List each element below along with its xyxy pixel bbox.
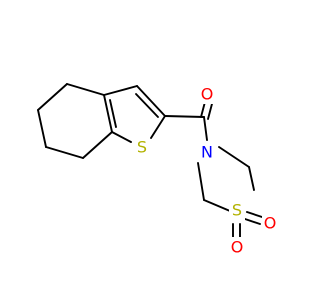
bond — [136, 85, 166, 117]
bond — [66, 83, 105, 96]
atom-oxygen-carbonyl: O — [201, 85, 214, 104]
bond — [82, 131, 113, 159]
bond — [103, 85, 138, 96]
atom-nitrogen: N — [201, 143, 213, 162]
bond — [164, 115, 205, 118]
bond — [218, 146, 250, 168]
atom-sulfur-thiophene: S — [137, 138, 147, 157]
bond — [203, 116, 208, 141]
bond — [246, 211, 263, 218]
bond — [244, 218, 261, 225]
carbonyl-group — [164, 97, 214, 141]
bond — [103, 94, 113, 133]
bond — [45, 146, 84, 159]
thiophene-ring — [103, 85, 166, 143]
bond — [150, 115, 166, 139]
atom-oxygen-sulfone-right: O — [264, 214, 277, 233]
bond — [37, 83, 68, 111]
bond — [248, 166, 255, 191]
bond — [203, 199, 231, 212]
cyclohexane-ring — [37, 83, 113, 159]
bond — [197, 162, 205, 201]
atom-sulfur-sulfone: S — [232, 201, 242, 220]
atom-labels: O N S S O O — [134, 84, 278, 257]
atom-oxygen-sulfone-bottom: O — [231, 238, 244, 257]
bond — [135, 93, 159, 118]
molecule-structure: O N S S O O — [37, 83, 278, 257]
bond — [37, 109, 47, 148]
bond — [111, 131, 132, 143]
bond — [109, 99, 117, 128]
